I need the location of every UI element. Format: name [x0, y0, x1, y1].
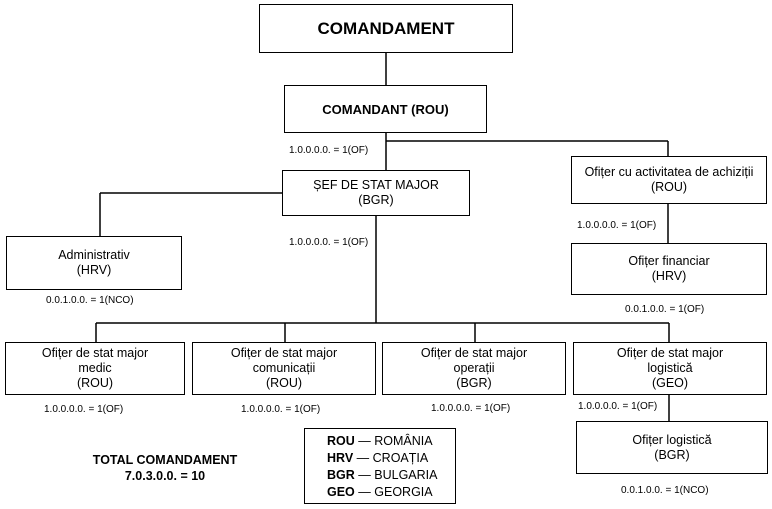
- medic-code: (ROU): [76, 376, 114, 390]
- box-ofiter-logistica: Ofițer logistică (BGR): [576, 421, 768, 474]
- box-comandament: COMANDAMENT: [259, 4, 513, 53]
- legend-box: ROU — ROMÂNIA HRV — CROAȚIA BGR — BULGAR…: [304, 428, 456, 504]
- box-logistica: Ofițer de stat major logistică (GEO): [573, 342, 767, 395]
- total-value: 7.0.3.0.0. = 10: [124, 469, 206, 483]
- comunicatii-line1: Ofițer de stat major: [230, 346, 338, 360]
- legend-item: HRV — CROAȚIA: [327, 451, 429, 465]
- legend-item: GEO — GEORGIA: [327, 485, 433, 499]
- ofiter-logistica-code: (BGR): [654, 447, 690, 462]
- comandant-title: COMANDANT (ROU): [322, 101, 449, 117]
- note-logistica: 1.0.0.0.0. = 1(OF): [578, 401, 658, 412]
- medic-line1: Ofițer de stat major: [41, 346, 149, 360]
- note-administrativ: 0.0.1.0.0. = 1(NCO): [46, 295, 134, 306]
- sef-title: ȘEF DE STAT MAJOR: [313, 178, 439, 192]
- sef-code: (BGR): [358, 193, 394, 207]
- logistica-line1: Ofițer de stat major: [616, 346, 724, 360]
- legend-item: BGR — BULGARIA: [327, 468, 438, 482]
- financiar-code: (HRV): [651, 269, 687, 283]
- note-comunicatii: 1.0.0.0.0. = 1(OF): [241, 404, 321, 415]
- note-achizitii: 1.0.0.0.0. = 1(OF): [577, 220, 657, 231]
- logistica-line2: logistică: [647, 361, 693, 375]
- logistica-code: (GEO): [651, 376, 689, 390]
- note-financiar: 0.0.1.0.0. = 1(OF): [625, 304, 705, 315]
- note-comandant: 1.0.0.0.0. = 1(OF): [289, 145, 369, 156]
- operatii-code: (BGR): [456, 376, 492, 390]
- comunicatii-code: (ROU): [265, 376, 303, 390]
- achizitii-title: Ofițer cu activitatea de achiziții: [584, 165, 754, 179]
- ofiter-logistica-title: Ofițer logistică: [632, 432, 712, 447]
- medic-line2: medic: [78, 361, 112, 375]
- note-operatii: 1.0.0.0.0. = 1(OF): [431, 403, 511, 414]
- administrativ-code: (HRV): [76, 263, 112, 277]
- operatii-line1: Ofițer de stat major: [420, 346, 528, 360]
- achizitii-code: (ROU): [650, 180, 688, 194]
- comandament-title: COMANDAMENT: [317, 19, 455, 38]
- note-ofiter-logistica: 0.0.1.0.0. = 1(NCO): [621, 485, 709, 496]
- box-operatii: Ofițer de stat major operații (BGR): [382, 342, 566, 395]
- financiar-title: Ofițer financiar: [628, 254, 710, 268]
- box-financiar: Ofițer financiar (HRV): [571, 243, 767, 295]
- note-sef: 1.0.0.0.0. = 1(OF): [289, 237, 369, 248]
- note-medic: 1.0.0.0.0. = 1(OF): [44, 404, 124, 415]
- legend-item: ROU — ROMÂNIA: [327, 434, 433, 448]
- total-label: TOTAL COMANDAMENT: [92, 453, 238, 467]
- administrativ-title: Administrativ: [58, 248, 130, 262]
- box-administrativ: Administrativ (HRV): [6, 236, 182, 290]
- comunicatii-line2: comunicații: [252, 361, 316, 375]
- box-sef-stat-major: ȘEF DE STAT MAJOR (BGR): [282, 170, 470, 216]
- box-comunicatii: Ofițer de stat major comunicații (ROU): [192, 342, 376, 395]
- total-comandament: TOTAL COMANDAMENT 7.0.3.0.0. = 10: [80, 452, 250, 484]
- box-medic: Ofițer de stat major medic (ROU): [5, 342, 185, 395]
- operatii-line2: operații: [453, 361, 495, 375]
- box-comandant: COMANDANT (ROU): [284, 85, 487, 133]
- box-achizitii: Ofițer cu activitatea de achiziții (ROU): [571, 156, 767, 204]
